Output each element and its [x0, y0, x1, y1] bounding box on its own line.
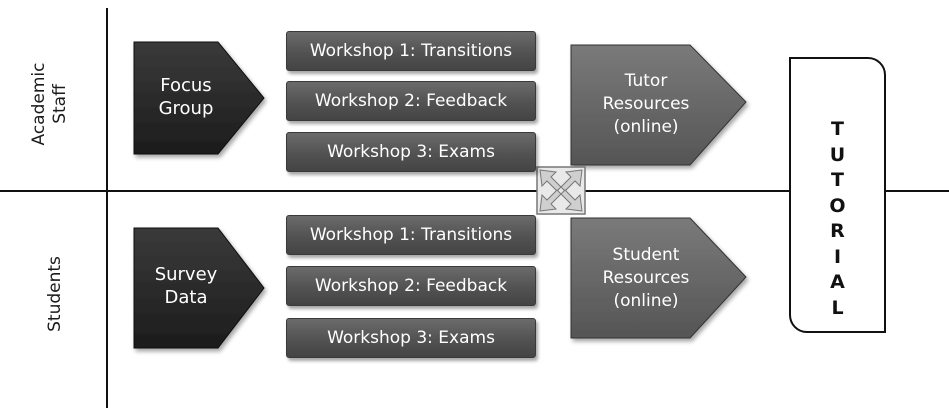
workshop-bottom-1: Workshop 1: Transitions — [286, 215, 536, 255]
focus-group-chevron — [133, 41, 265, 155]
workshop-bottom-3: Workshop 3: Exams — [286, 318, 536, 358]
tutorial-letter: U — [829, 143, 846, 166]
row-label-line1: Academic — [29, 62, 49, 146]
tutorial-letter: O — [829, 194, 846, 217]
student-resources-chevron — [570, 217, 747, 339]
tutorial-box: T U T O R I A L — [789, 57, 886, 333]
row-label-line2: Staff — [50, 84, 70, 124]
tutorial-letter: L — [831, 296, 844, 319]
workshop-label: Workshop 3: Exams — [327, 328, 495, 348]
student-resources-line2: Resources — [602, 268, 690, 288]
student-resources-label: Student Resources (online) — [581, 244, 711, 313]
workshop-bottom-2: Workshop 2: Feedback — [286, 266, 536, 306]
row-label-students-text: Students — [45, 256, 65, 332]
survey-data-label: Survey Data — [136, 263, 236, 309]
workshop-label: Workshop 2: Feedback — [314, 91, 508, 111]
tutor-resources-chevron — [570, 44, 747, 166]
tutor-resources-line3: (online) — [613, 117, 679, 137]
focus-group-line1: Focus — [160, 75, 212, 96]
row-label-academic-staff: Academic Staff — [29, 59, 73, 149]
four-way-arrows-icon — [536, 166, 586, 215]
survey-data-chevron — [133, 227, 265, 349]
tutor-resources-label: Tutor Resources (online) — [581, 70, 711, 139]
focus-group-line2: Group — [158, 98, 214, 119]
focus-group-label: Focus Group — [136, 74, 236, 120]
tutorial-letter: T — [831, 118, 844, 140]
tutorial-letter: I — [833, 245, 842, 268]
tutor-resources-line1: Tutor — [624, 71, 668, 91]
tutorial-letter: A — [830, 271, 845, 293]
tutor-resources-line2: Resources — [602, 94, 690, 114]
workshop-top-3: Workshop 3: Exams — [286, 132, 536, 172]
workshop-top-1: Workshop 1: Transitions — [286, 31, 536, 71]
survey-data-line1: Survey — [154, 264, 218, 285]
student-resources-line1: Student — [612, 245, 680, 265]
tutorial-letter: T — [831, 169, 844, 191]
workshop-label: Workshop 1: Transitions — [309, 41, 513, 61]
student-resources-line3: (online) — [613, 291, 679, 311]
workshop-label: Workshop 1: Transitions — [309, 225, 513, 245]
workshop-top-2: Workshop 2: Feedback — [286, 81, 536, 121]
tutorial-letter: R — [830, 220, 845, 242]
row-label-students: Students — [45, 254, 67, 334]
survey-data-line2: Data — [164, 287, 208, 308]
workshop-label: Workshop 3: Exams — [327, 142, 495, 162]
workshop-label: Workshop 2: Feedback — [314, 276, 508, 296]
tutorial-letters: T U T O R I A L — [791, 117, 884, 321]
